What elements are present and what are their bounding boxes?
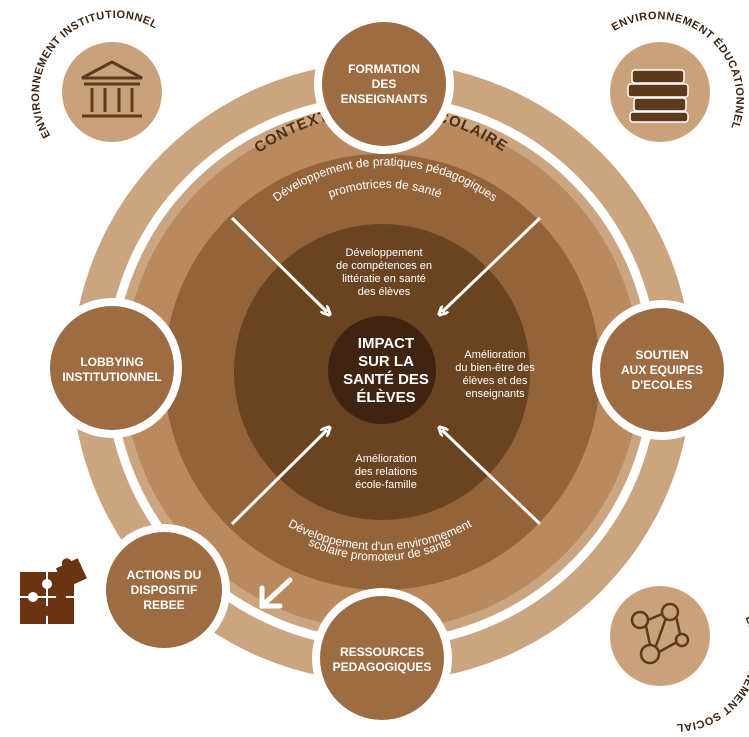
center-line-2: SUR LA <box>358 353 414 370</box>
node-soutien-line-2: AUX EQUIPES <box>621 363 703 377</box>
center-disc <box>328 316 436 424</box>
cycle-arrow-shaft <box>259 577 293 609</box>
center-line-1: IMPACT <box>358 335 414 352</box>
node-ressources: RESSOURCES PEDAGOGIQUES <box>312 588 452 728</box>
node-actions-line-1: ACTIONS DU <box>127 568 202 582</box>
inner-bottom-line-1: Amélioration <box>355 453 416 465</box>
node-lobbying-line-1: LOBBYING <box>80 355 143 369</box>
inner-text-top: Développement de compétences en littérat… <box>336 247 432 298</box>
arrow-bottom-left <box>230 430 327 526</box>
inner-text-right: Amélioration du bien-être des élèves et … <box>455 349 535 400</box>
center-line-3: SANTÉ DES <box>343 371 429 388</box>
node-actions: ACTIONS DU DISPOSITIF REBEE <box>98 524 230 656</box>
node-formation: FORMATION DES ENSEIGNANTS <box>314 14 454 154</box>
inner-right-line-3: élèves et des <box>463 375 528 387</box>
node-ressources-line-2: PEDAGOGIQUES <box>333 660 432 674</box>
node-soutien-line-3: D'ECOLES <box>632 378 693 392</box>
arrow-bottom-right <box>442 430 542 526</box>
node-lobbying-line-2: INSTITUTIONNEL <box>62 370 161 384</box>
node-soutien-line-1: SOUTIEN <box>635 348 688 362</box>
env-institutionnel: ENVIRONNEMENT INSTITUTIONNEL <box>30 9 162 142</box>
node-formation-line-2: DES <box>372 77 397 91</box>
node-soutien: SOUTIEN AUX EQUIPES D'ECOLES <box>592 300 732 440</box>
arrow-top-right <box>442 216 542 312</box>
env-educationnel: ENVIRONNEMENT ÉDUCATIONNEL <box>610 10 745 142</box>
inner-top-line-1: Développement <box>345 247 422 259</box>
node-actions-line-3: REBEE <box>143 598 184 612</box>
inner-right-line-1: Amélioration <box>464 349 525 361</box>
social-network-icon <box>630 602 690 665</box>
bank-building-icon <box>81 60 143 118</box>
env-social: ENVIRONNEMENT SOCIAL <box>610 586 749 733</box>
node-lobbying: LOBBYING INSTITUTIONNEL <box>42 298 182 438</box>
node-actions-line-2: DISPOSITIF <box>131 583 198 597</box>
node-formation-line-1: FORMATION <box>348 62 420 76</box>
center-line-4: ÉLÈVES <box>356 389 415 406</box>
inner-right-line-2: du bien-être des <box>455 362 535 374</box>
inner-top-line-3: littératie en santé <box>342 273 426 285</box>
center-title: IMPACT SUR LA SANTÉ DES ÉLÈVES <box>343 335 429 406</box>
arrows <box>230 216 542 526</box>
node-formation-line-3: ENSEIGNANTS <box>341 92 428 106</box>
inner-right-line-4: enseignants <box>465 388 525 400</box>
inner-text-bottom: Amélioration des relations école-famille <box>355 453 418 491</box>
inner-bottom-line-3: école-famille <box>355 479 417 491</box>
node-ressources-line-1: RESSOURCES <box>340 645 424 659</box>
inner-top-line-2: de compétences en <box>336 260 432 272</box>
stacked-books-icon <box>627 69 689 123</box>
inner-bottom-line-2: des relations <box>355 466 418 478</box>
inner-top-line-4: des élèves <box>358 286 411 298</box>
puzzle-icon <box>20 558 87 624</box>
arrow-top-left <box>230 216 327 312</box>
